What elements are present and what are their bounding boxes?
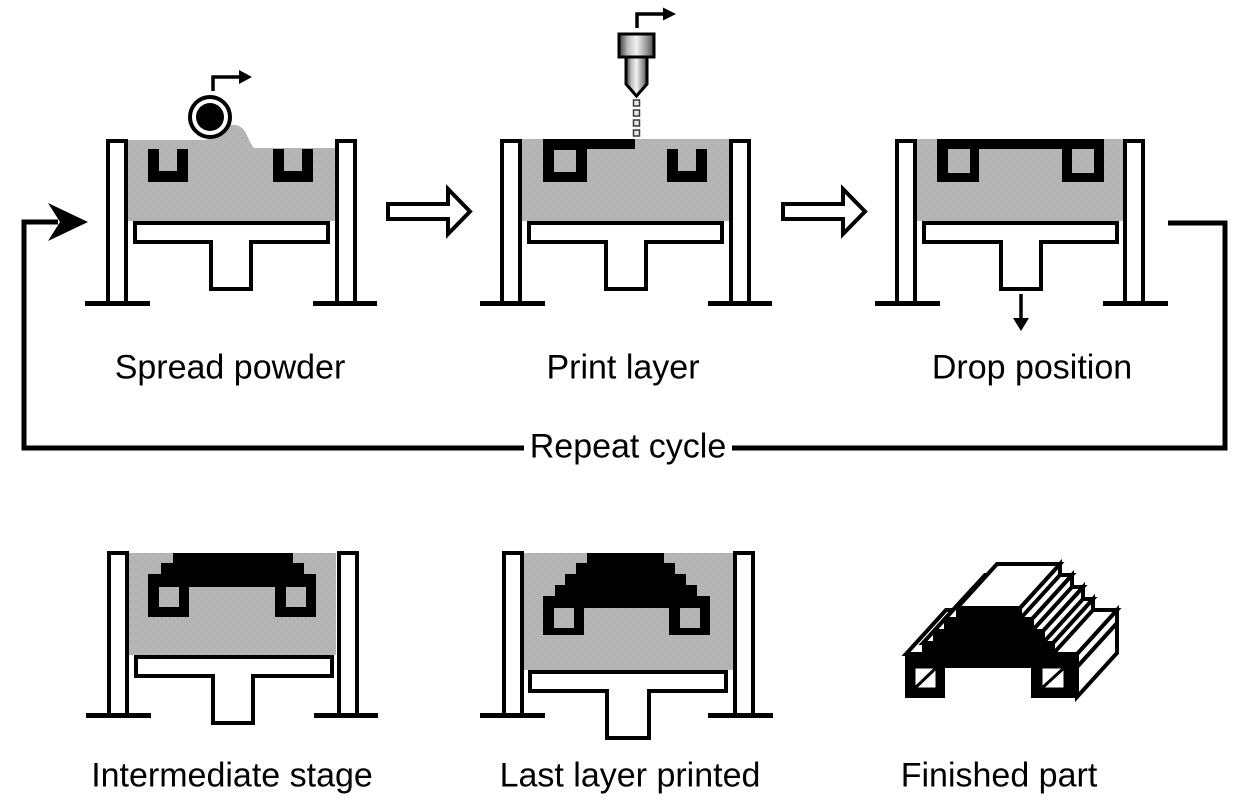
part-layer-1 [555, 585, 697, 596]
part-cross-section-left [543, 139, 587, 182]
build-box-wall-left [895, 139, 917, 305]
piston-icon [527, 221, 724, 291]
base-foot-left [875, 301, 940, 306]
spreader-roller-icon [188, 95, 232, 139]
station-print-layer [480, 7, 772, 306]
part-cross-section-right [667, 149, 707, 182]
stage-label-last-layer-printed: Last layer printed [499, 756, 761, 795]
part-cross-section-right [1062, 149, 1104, 182]
part-layer-base [543, 596, 710, 608]
print-head-motion-right-arrow-icon [635, 7, 676, 28]
station-spread-powder [85, 70, 377, 306]
base-foot-right [1103, 301, 1168, 306]
front-face-step [922, 642, 1054, 655]
printed-layer [543, 139, 635, 149]
part-cross-section-right [273, 149, 313, 182]
part-foot-right [669, 608, 710, 635]
stage-label-drop-position: Drop position [931, 348, 1133, 387]
build-box-wall-left [107, 551, 129, 717]
loop-arrowhead-icon [48, 203, 88, 241]
stage-label-intermediate-stage: Intermediate stage [91, 756, 373, 795]
powder-bed [128, 124, 335, 221]
printed-layer [937, 139, 1104, 149]
block-right-arrow-icon-1 [386, 184, 473, 239]
stage-label-finished-part: Finished part [900, 756, 1098, 795]
front-face-base [905, 653, 1078, 698]
part-layer-mid [161, 563, 304, 574]
stage-label-spread-powder: Spread powder [114, 348, 346, 387]
build-box-wall-right [337, 551, 359, 717]
binder-droplet-stream-icon [632, 99, 641, 137]
base-foot-left [85, 301, 150, 306]
hole-diagonal [912, 665, 939, 691]
piston-icon [134, 655, 334, 725]
build-box-wall-right [1123, 139, 1145, 305]
piston-icon [528, 670, 728, 740]
station-drop-position [875, 139, 1168, 331]
build-box-wall-left [500, 139, 522, 305]
piston-icon [133, 221, 330, 291]
piston-down-arrow-icon [1013, 294, 1029, 331]
finished-part-drawing [901, 558, 1122, 703]
part-layer-4 [587, 553, 664, 563]
part-layer-3 [576, 563, 675, 574]
base-foot-right [313, 301, 377, 306]
stage-label-print-layer: Print layer [546, 348, 700, 387]
base-foot-right [314, 713, 378, 718]
base-foot-right [708, 301, 772, 306]
block-right-arrow-icon-2 [781, 184, 868, 239]
part-layer-top [173, 553, 293, 563]
part-foot-left [543, 608, 584, 635]
roller-motion-right-arrow-icon [211, 70, 252, 91]
part-layer-base [148, 574, 316, 587]
hole-diagonal [1039, 665, 1067, 691]
repeat-loop-arrow-icon [21, 203, 1228, 451]
build-box-wall-right [335, 139, 357, 305]
base-foot-left [480, 301, 545, 306]
inkjet-print-head-icon [617, 32, 656, 99]
build-box-wall-left [502, 551, 524, 717]
front-face-step [933, 630, 1044, 644]
part-cross-section-left [148, 149, 188, 182]
part-layer-2 [565, 574, 686, 585]
front-face-step [944, 618, 1033, 632]
station-last-layer-printed [480, 551, 773, 740]
repeat-cycle-label: Repeat cycle [529, 427, 727, 466]
base-foot-left [480, 713, 545, 718]
build-box-wall-left [106, 139, 128, 305]
base-foot-left [86, 713, 151, 718]
station-intermediate-stage [86, 551, 378, 725]
build-box-wall-right [733, 551, 755, 717]
front-face-step [956, 607, 1021, 620]
part-foot-right [275, 587, 316, 617]
base-foot-right [708, 713, 773, 718]
piston-icon [922, 221, 1119, 291]
part-foot-left [148, 587, 189, 617]
build-box-wall-right [729, 139, 751, 305]
part-cross-section-left [937, 149, 979, 182]
